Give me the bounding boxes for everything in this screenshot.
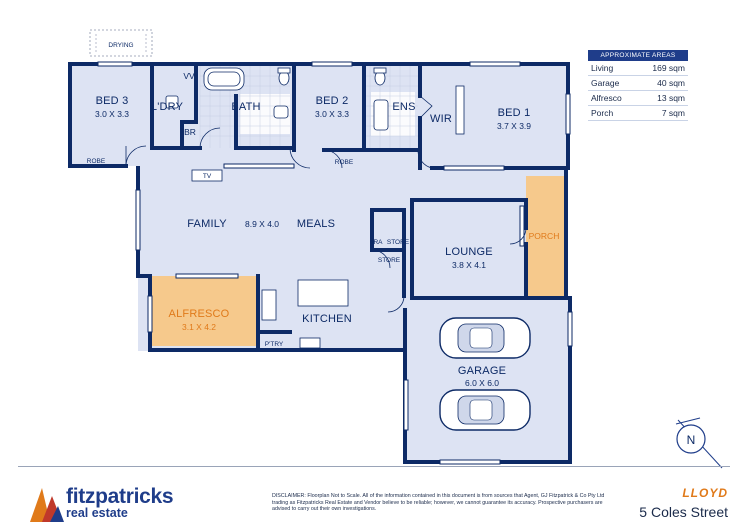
lounge-dims: 3.8 X 4.1: [452, 260, 486, 270]
ensuite-label: ENS: [392, 101, 415, 113]
areas-title: APPROXIMATE AREAS: [588, 50, 688, 61]
lounge-label: LOUNGE: [445, 246, 493, 258]
alfresco-label: ALFRESCO: [169, 308, 230, 320]
family-label: FAMILY: [187, 218, 227, 230]
logo-name: fitzpatricks: [66, 485, 174, 508]
store-label: STORE: [387, 239, 410, 246]
windows: [97, 61, 573, 465]
tile-pattern: [199, 66, 418, 148]
garage-label: GARAGE: [458, 365, 506, 377]
meals-label: MEALS: [297, 218, 335, 230]
property-address: 5 Coles Street: [639, 504, 728, 520]
robe-label: ROBE: [87, 158, 106, 165]
fitzpatricks-logo: [30, 488, 64, 522]
compass-icon: [675, 417, 723, 469]
garage-dims: 6.0 X 6.0: [465, 378, 499, 388]
pantry-label: P'TRY: [265, 341, 284, 348]
bed2-dims: 3.0 X 3.3: [315, 109, 349, 119]
store-label: STORE: [378, 257, 401, 264]
vv-label: VV: [183, 71, 195, 81]
br-label: BR: [184, 127, 196, 137]
car-icon: [439, 317, 531, 359]
alfresco-area: [150, 276, 256, 346]
bed1-label: BED 1: [498, 107, 531, 119]
compass-north-label: N: [687, 433, 696, 447]
porch-label: PORCH: [529, 231, 560, 241]
laundry-label: L'DRY: [151, 101, 184, 113]
bed1-dims: 3.7 X 3.9: [497, 121, 531, 131]
floor-fills: [70, 62, 570, 463]
tv-label: TV: [203, 173, 212, 180]
wir-label: WIR: [430, 113, 452, 125]
robe-label: ROBE: [335, 159, 354, 166]
drying-area: [89, 29, 153, 57]
tv-unit: [191, 169, 223, 182]
bath-label: BATH: [231, 101, 260, 113]
fixtures: [165, 67, 465, 349]
logo-subtitle: real estate: [66, 506, 128, 520]
disclaimer-text: DISCLAIMER: Floorplan Not to Scale. All …: [272, 493, 605, 513]
family-dims: 8.9 X 4.0: [245, 219, 279, 229]
porch-area: [526, 176, 566, 298]
ra-label: RA: [373, 239, 383, 246]
bed2-label: BED 2: [316, 95, 349, 107]
kitchen-label: KITCHEN: [302, 313, 352, 325]
alfresco-dims: 3.1 X 4.2: [182, 322, 216, 332]
doors: [125, 95, 527, 313]
car-icon: [439, 389, 531, 431]
drying-label: DRYING: [108, 42, 133, 49]
brand-label: LLOYD: [682, 486, 728, 500]
footer-divider: [18, 466, 730, 467]
bed3-dims: 3.0 X 3.3: [95, 109, 129, 119]
bed3-label: BED 3: [96, 95, 129, 107]
